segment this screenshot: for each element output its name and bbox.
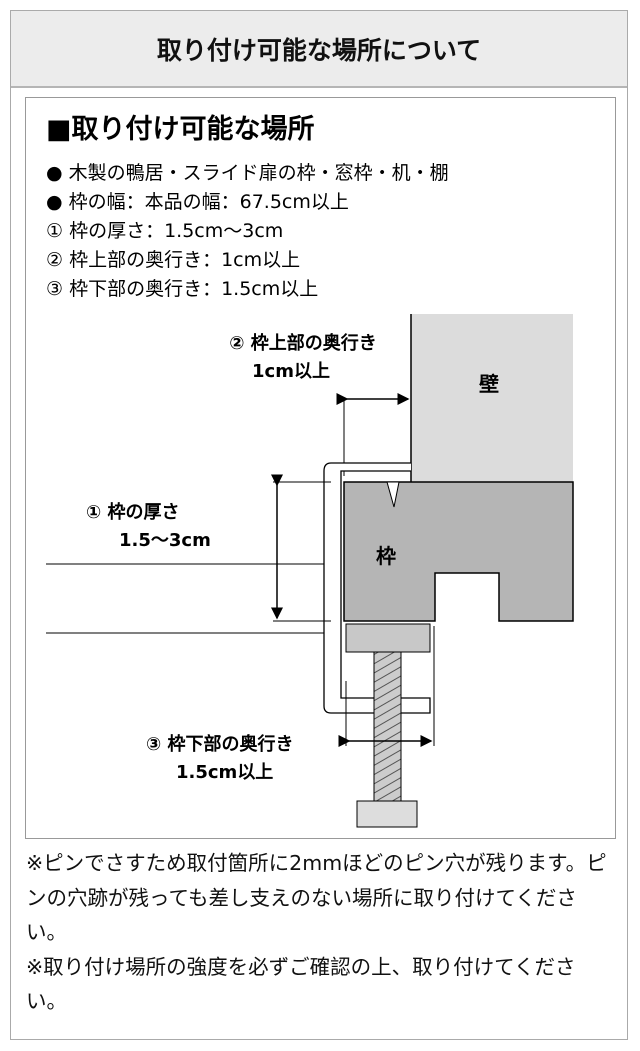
spec-line: ① 枠の厚さ：1.5cm〜3cm	[46, 220, 283, 242]
screw-shape	[373, 651, 402, 803]
diagram-svg: ■取り付け可能な場所 ● 木製の鴨居・スライド扉の枠・窓枠・机・棚 ● 枠の幅：…	[46, 113, 574, 828]
spec-line: ● 木製の鴨居・スライド扉の枠・窓枠・机・棚	[46, 162, 449, 184]
note-pin-hole: ※ピンでさすため取付箇所に2mmほどのピン穴が残ります。ピンの穴跡が残っても差し…	[26, 851, 607, 944]
note-strength: ※取り付け場所の強度を必ずご確認の上、取り付けてください。	[26, 954, 576, 1014]
frame-label: 枠	[376, 544, 396, 568]
thickness-label: ① 枠の厚さ	[86, 501, 180, 523]
knob-shape	[356, 800, 418, 828]
section-title: 取り付け可能な場所について	[11, 11, 627, 88]
spec-line: ② 枠上部の奥行き：1cm以上	[46, 249, 300, 271]
pin-icon	[386, 481, 400, 508]
top-depth-label: ② 枠上部の奥行き	[229, 332, 377, 354]
bottom-depth-label: ③ 枠下部の奥行き	[146, 733, 294, 755]
installation-diagram: ■取り付け可能な場所 ● 木製の鴨居・スライド扉の枠・窓枠・机・棚 ● 枠の幅：…	[25, 97, 616, 839]
thickness-value: 1.5〜3cm	[119, 530, 211, 551]
top-depth-value: 1cm以上	[252, 361, 330, 382]
spec-line: ③ 枠下部の奥行き：1.5cm以上	[46, 278, 318, 300]
info-panel: 取り付け可能な場所について	[10, 10, 628, 1040]
wall-label: 壁	[479, 372, 499, 396]
frame-shape	[343, 481, 574, 622]
clamp-pad	[345, 623, 431, 653]
spec-line: ● 枠の幅：本品の幅：67.5cm以上	[46, 191, 349, 213]
diagram-heading: ■取り付け可能な場所	[46, 113, 315, 145]
wall-shape	[411, 314, 573, 482]
notes: ※ピンでさすため取付箇所に2mmほどのピン穴が残ります。ピンの穴跡が残っても差し…	[26, 846, 611, 1019]
bottom-depth-value: 1.5cm以上	[176, 762, 273, 783]
